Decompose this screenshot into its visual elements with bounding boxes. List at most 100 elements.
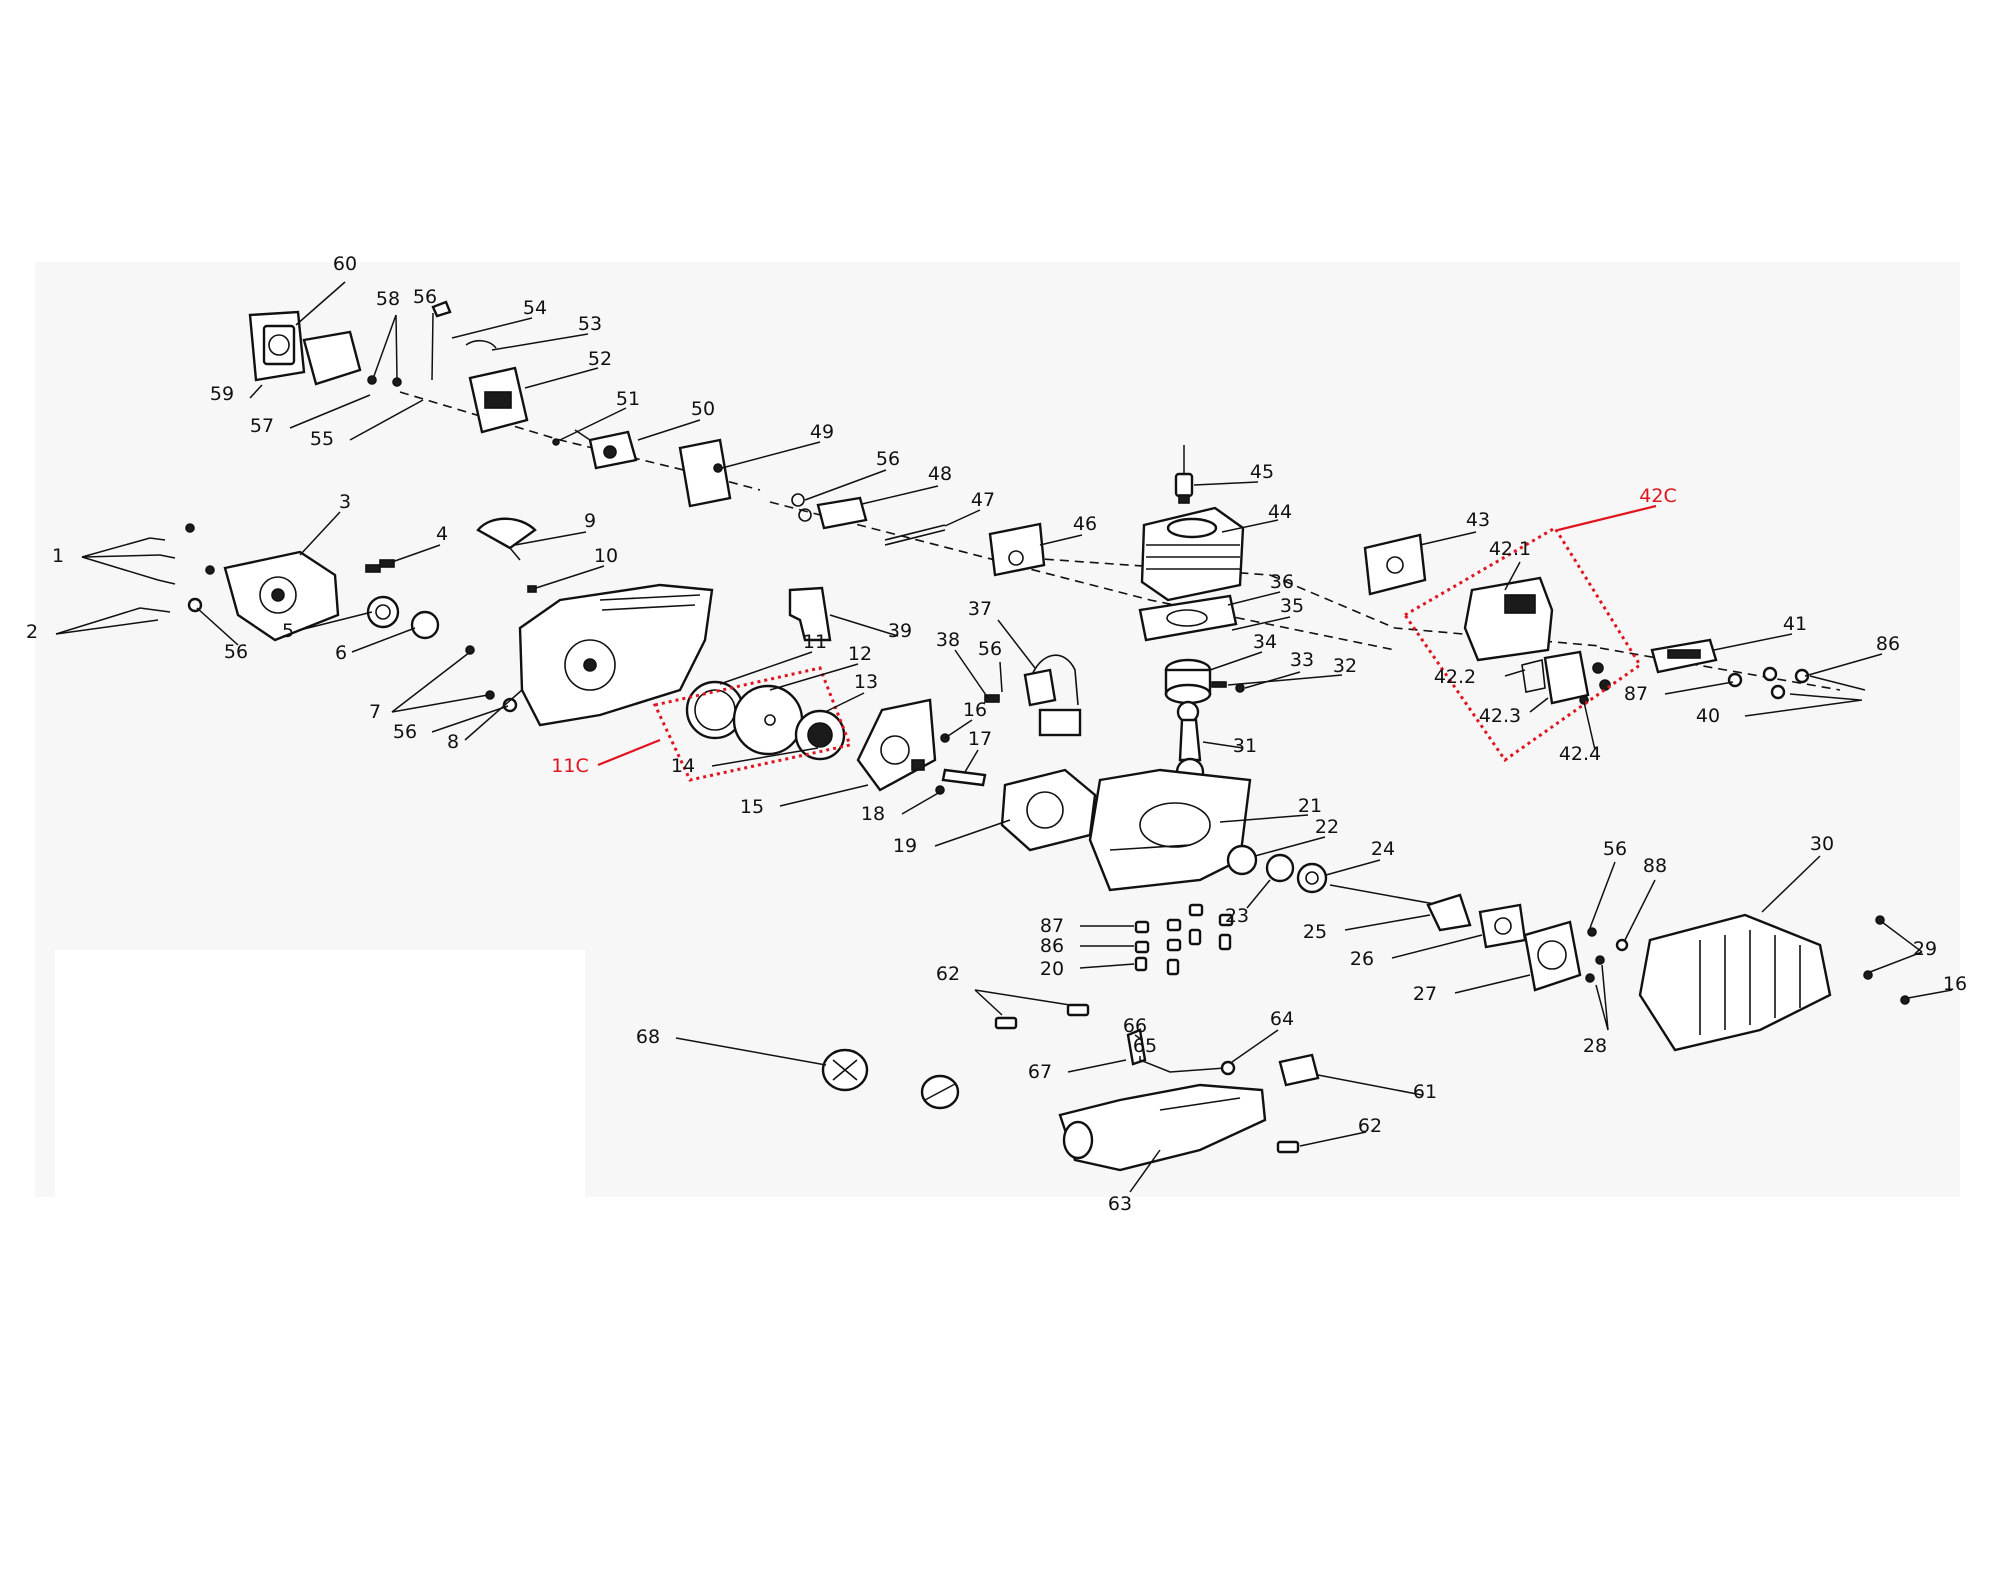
callout-c56a: 56 — [413, 286, 437, 308]
callout-c87b: 87 — [1040, 915, 1064, 937]
callout-c47: 47 — [971, 489, 995, 511]
leader-lines — [55, 281, 1953, 1193]
callout-c6: 6 — [335, 642, 347, 664]
leader-line-c8 — [464, 689, 523, 741]
plate-39 — [788, 586, 832, 642]
callout-c36: 36 — [1270, 571, 1294, 593]
leader-line-c42C — [1557, 504, 1657, 532]
fuel-tank-63 — [1058, 1083, 1267, 1172]
leader-line-c49 — [721, 441, 821, 469]
muffler-gasket — [1363, 533, 1427, 596]
gasket-26 — [1478, 903, 1527, 949]
bolts-20-86-87 — [1134, 903, 1234, 976]
callout-c4: 4 — [436, 523, 448, 545]
callout-c86a: 86 — [1876, 633, 1900, 655]
intake-gasket — [678, 438, 732, 508]
leader-line-c26 — [1391, 934, 1483, 959]
callout-c10: 10 — [594, 545, 618, 567]
leader-line-c4 — [391, 544, 441, 563]
callout-c23: 23 — [1225, 905, 1249, 927]
clips-62 — [994, 1003, 1300, 1154]
leader-line-c45 — [1193, 481, 1259, 486]
callout-c52: 52 — [588, 348, 612, 370]
callout-c25: 25 — [1303, 921, 1327, 943]
leader-line-c2 — [55, 619, 159, 635]
muffler-plate-41 — [1650, 638, 1718, 674]
callout-c63: 63 — [1108, 1193, 1132, 1215]
screws-4 — [365, 559, 395, 573]
callout-c15: 15 — [740, 796, 764, 818]
callout-c68: 68 — [636, 1026, 660, 1048]
callout-c62b: 62 — [1358, 1115, 1382, 1137]
leader-line-c51 — [559, 407, 627, 441]
leader-line-c16a — [944, 719, 973, 739]
callout-c32: 32 — [1333, 655, 1357, 677]
callout-c51: 51 — [616, 388, 640, 410]
leader-line-c3 — [299, 511, 341, 556]
callout-c88: 88 — [1643, 855, 1667, 877]
leader-line-c56a — [431, 312, 434, 381]
leader-line-c9 — [514, 531, 587, 546]
leader-line-c12 — [769, 663, 859, 691]
leader-line-c36 — [1227, 591, 1281, 606]
callout-c29: 29 — [1913, 938, 1937, 960]
intake-manifold — [791, 493, 946, 546]
leader-line-c6 — [351, 627, 416, 653]
callout-c27: 27 — [1413, 983, 1437, 1005]
leader-line-c33 — [1244, 671, 1301, 689]
callout-c40: 40 — [1696, 705, 1720, 727]
callout-c14: 14 — [671, 755, 695, 777]
leader-line-c11 — [719, 651, 813, 685]
callout-c35: 35 — [1280, 595, 1304, 617]
leader-line-c60 — [295, 281, 346, 326]
leader-line-c1 — [81, 537, 151, 558]
callout-c18: 18 — [861, 803, 885, 825]
leader-line-c66 — [1134, 1034, 1143, 1041]
leader-line-c31 — [1202, 741, 1244, 749]
ignition-coil-19 — [1000, 768, 1097, 852]
callout-c67: 67 — [1028, 1061, 1052, 1083]
callout-c42_3: 42.3 — [1479, 705, 1521, 727]
callout-c34: 34 — [1253, 631, 1277, 653]
cylinder — [1140, 506, 1245, 602]
callout-c66: 66 — [1123, 1015, 1147, 1037]
leader-line-c40 — [1744, 699, 1863, 717]
leader-line-c37 — [997, 619, 1036, 669]
callout-c56f: 56 — [1603, 838, 1627, 860]
clutch-hub-13 — [794, 709, 846, 761]
leader-line-c55 — [349, 399, 424, 441]
mount-plate-27 — [1523, 920, 1629, 992]
callout-c22: 22 — [1315, 816, 1339, 838]
leader-line-c28 — [1601, 964, 1609, 1031]
callout-c86b: 86 — [1040, 935, 1064, 957]
drive-shaft-25 — [1329, 884, 1472, 932]
leader-line-c20 — [1079, 963, 1135, 969]
leader-line-c62a — [974, 989, 1003, 1016]
callout-c46: 46 — [1073, 513, 1097, 535]
leader-line-c18 — [901, 791, 941, 815]
callout-c41: 41 — [1783, 613, 1807, 635]
leader-line-c57 — [289, 394, 371, 429]
ignition-module-37 — [1023, 654, 1082, 737]
callout-c56c: 56 — [224, 641, 248, 663]
callout-c44: 44 — [1268, 501, 1292, 523]
screw-38 — [984, 694, 1000, 703]
leader-line-c59 — [249, 384, 263, 399]
callout-c16a: 16 — [963, 699, 987, 721]
leader-line-c56e — [999, 661, 1003, 693]
leader-line-c50 — [637, 419, 701, 441]
pins-17-18 — [935, 733, 987, 795]
callout-c50: 50 — [691, 398, 715, 420]
leader-line-c61 — [1317, 1074, 1423, 1096]
spark-arrestor-42-3 — [1521, 650, 1611, 705]
callout-c8: 8 — [447, 731, 459, 753]
callout-c39: 39 — [888, 620, 912, 642]
leader-line-c29 — [1869, 951, 1923, 973]
callout-c60: 60 — [333, 253, 357, 275]
starter-pulley-5 — [366, 595, 400, 629]
callout-c9: 9 — [584, 510, 596, 532]
leader-line-c19 — [934, 819, 1011, 847]
leader-line-c17 — [964, 749, 979, 773]
callout-c37: 37 — [968, 598, 992, 620]
leader-line-c11C — [597, 738, 661, 767]
